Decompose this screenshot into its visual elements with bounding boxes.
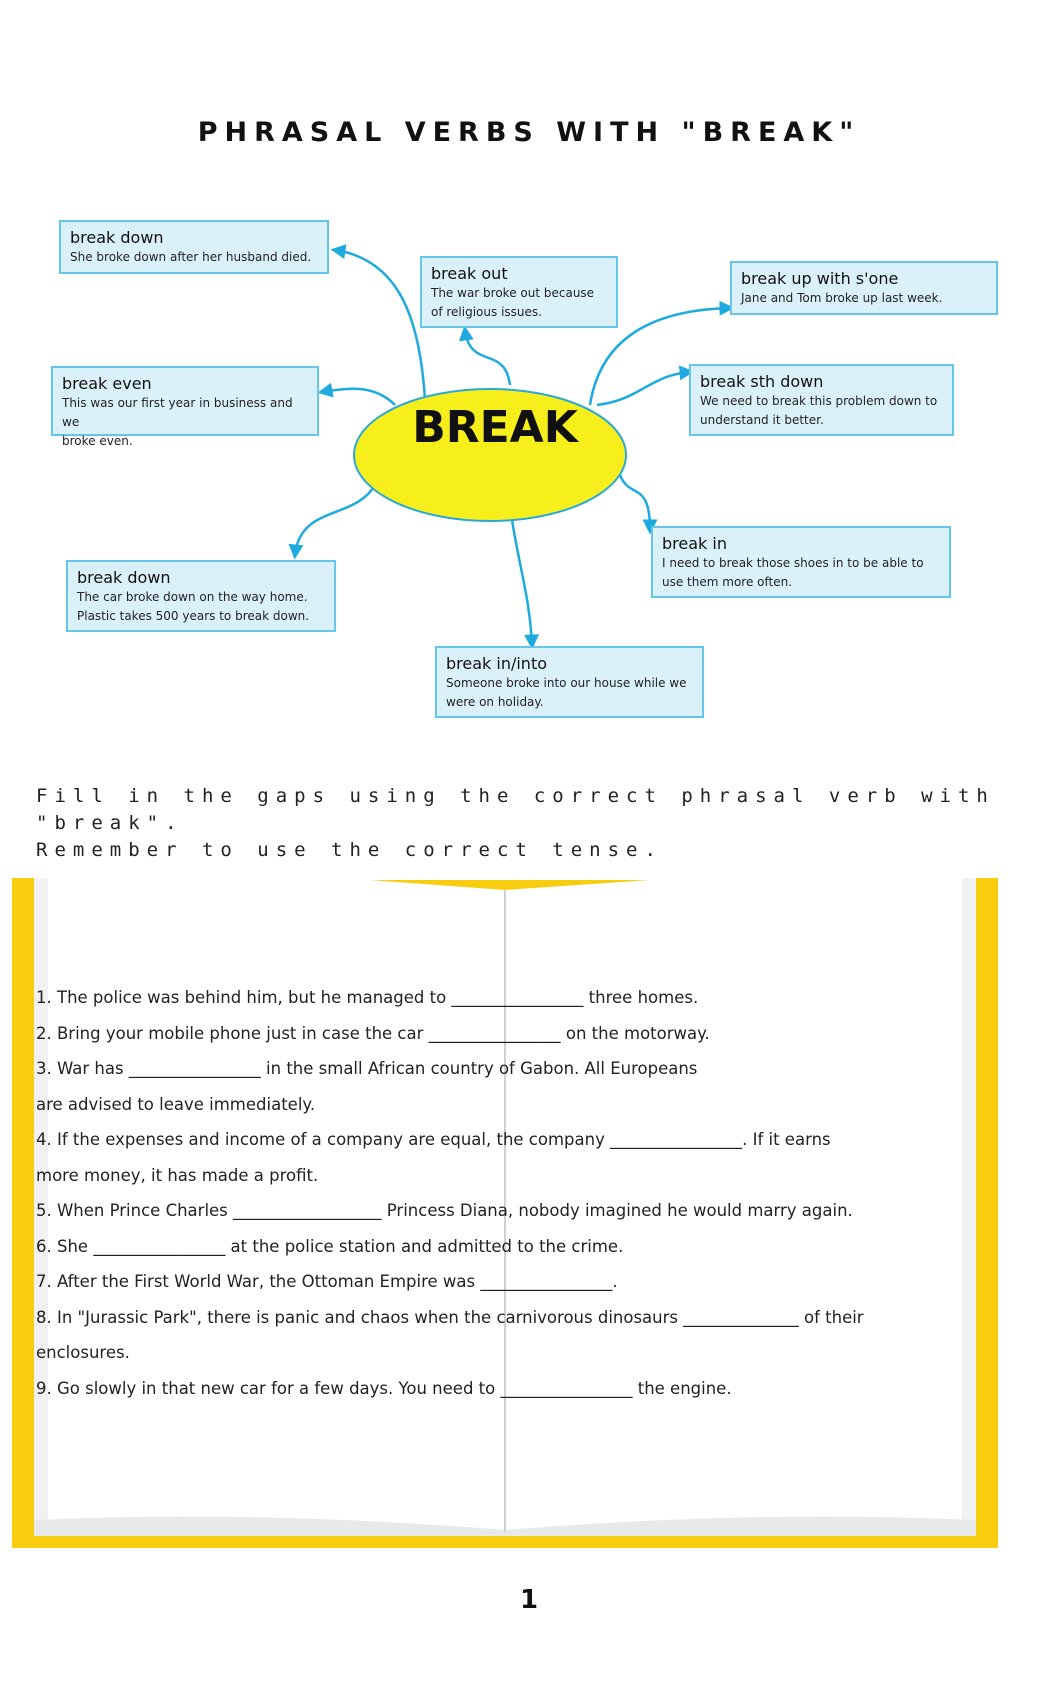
exercise-line: 6. She ________________ at the police st…	[36, 1236, 624, 1256]
exercise-line: 3. War has ________________ in the small…	[36, 1059, 698, 1078]
example-line: The war broke out because	[431, 286, 595, 300]
open-book-frame	[12, 878, 998, 1548]
phrasal-verb: break sth down	[700, 372, 824, 391]
example-line: of religious issues.	[431, 305, 542, 319]
mindmap-box-break-in-into: break in/into Someone broke into our hou…	[435, 646, 704, 718]
arrow-break-sth-down	[596, 365, 695, 407]
mindmap-box-break-out: break out The war broke out because of r…	[420, 256, 618, 328]
exercise-line: 5. When Prince Charles _________________…	[36, 1201, 853, 1220]
arrow-break-down-bottom	[288, 484, 377, 560]
phrasal-verb: break out	[431, 264, 508, 283]
example-line: I need to break those shoes in to be abl…	[662, 556, 924, 570]
instruction-line: Remember to use the correct tense.	[36, 839, 663, 861]
arrow-break-down-top	[330, 244, 427, 401]
example-line: She broke down after her husband died.	[70, 250, 312, 264]
page-number: 1	[519, 1585, 539, 1615]
exercise-line: 2. Bring your mobile phone just in case …	[36, 1023, 710, 1043]
example-line: Jane and Tom broke up last week.	[741, 291, 943, 305]
arrow-break-in	[618, 474, 658, 535]
exercise-line: 1. The police was behind him, but he man…	[36, 988, 699, 1007]
mindmap-box-break-up: break up with s'one Jane and Tom broke u…	[730, 261, 998, 315]
example-line: use them more often.	[662, 575, 793, 589]
phrasal-verb: break down	[77, 568, 171, 587]
example-line: This was our first year in business and …	[62, 396, 293, 429]
instruction-line: Fill in the gaps using the correct phras…	[36, 785, 995, 834]
mindmap-box-break-down-top: break down She broke down after her husb…	[59, 220, 329, 274]
arrow-break-in-into	[510, 519, 540, 650]
page-title: PHRASAL VERBS WITH "BREAK"	[197, 117, 861, 148]
exercise-line: more money, it has made a profit.	[36, 1165, 319, 1185]
arrow-break-out	[458, 325, 512, 386]
phrasal-verb: break in/into	[446, 654, 548, 673]
exercise-instructions: Fill in the gaps using the correct phras…	[36, 783, 1036, 864]
center-ellipse	[353, 388, 627, 522]
example-line: Someone broke into our house while we	[446, 676, 687, 690]
exercise-list: 1. The police was behind him, but he man…	[36, 980, 1016, 1406]
example-line: were on holiday.	[446, 695, 544, 709]
example-line: understand it better.	[700, 413, 824, 427]
phrasal-verb: break even	[62, 374, 152, 393]
center-word: BREAK	[412, 402, 578, 453]
arrow-break-up	[588, 300, 735, 406]
exercise-line: are advised to leave immediately.	[36, 1094, 316, 1114]
mindmap-box-break-in: break in I need to break those shoes in …	[651, 526, 951, 598]
mind-map-connectors	[288, 244, 735, 650]
mindmap-box-break-down-bottom: break down The car broke down on the way…	[66, 560, 336, 632]
example-line: The car broke down on the way home.	[77, 590, 308, 604]
mindmap-box-break-sth-down: break sth down We need to break this pro…	[689, 364, 954, 436]
example-line: We need to break this problem down to	[700, 394, 938, 408]
mindmap-box-break-even: break even This was our first year in bu…	[51, 366, 319, 448]
exercise-line: enclosures.	[36, 1343, 130, 1362]
example-line: Plastic takes 500 years to break down.	[77, 609, 310, 623]
exercise-line: 4. If the expenses and income of a compa…	[36, 1130, 831, 1149]
exercise-line: 9. Go slowly in that new car for a few d…	[36, 1378, 732, 1398]
exercise-line: 8. In "Jurassic Park", there is panic an…	[36, 1307, 864, 1327]
example-line: broke even.	[62, 434, 133, 448]
phrasal-verb: break up with s'one	[741, 269, 899, 288]
exercise-line: 7. After the First World War, the Ottoma…	[36, 1272, 618, 1291]
phrasal-verb: break in	[662, 534, 727, 553]
arrow-break-even	[317, 382, 396, 406]
phrasal-verb: break down	[70, 228, 164, 247]
